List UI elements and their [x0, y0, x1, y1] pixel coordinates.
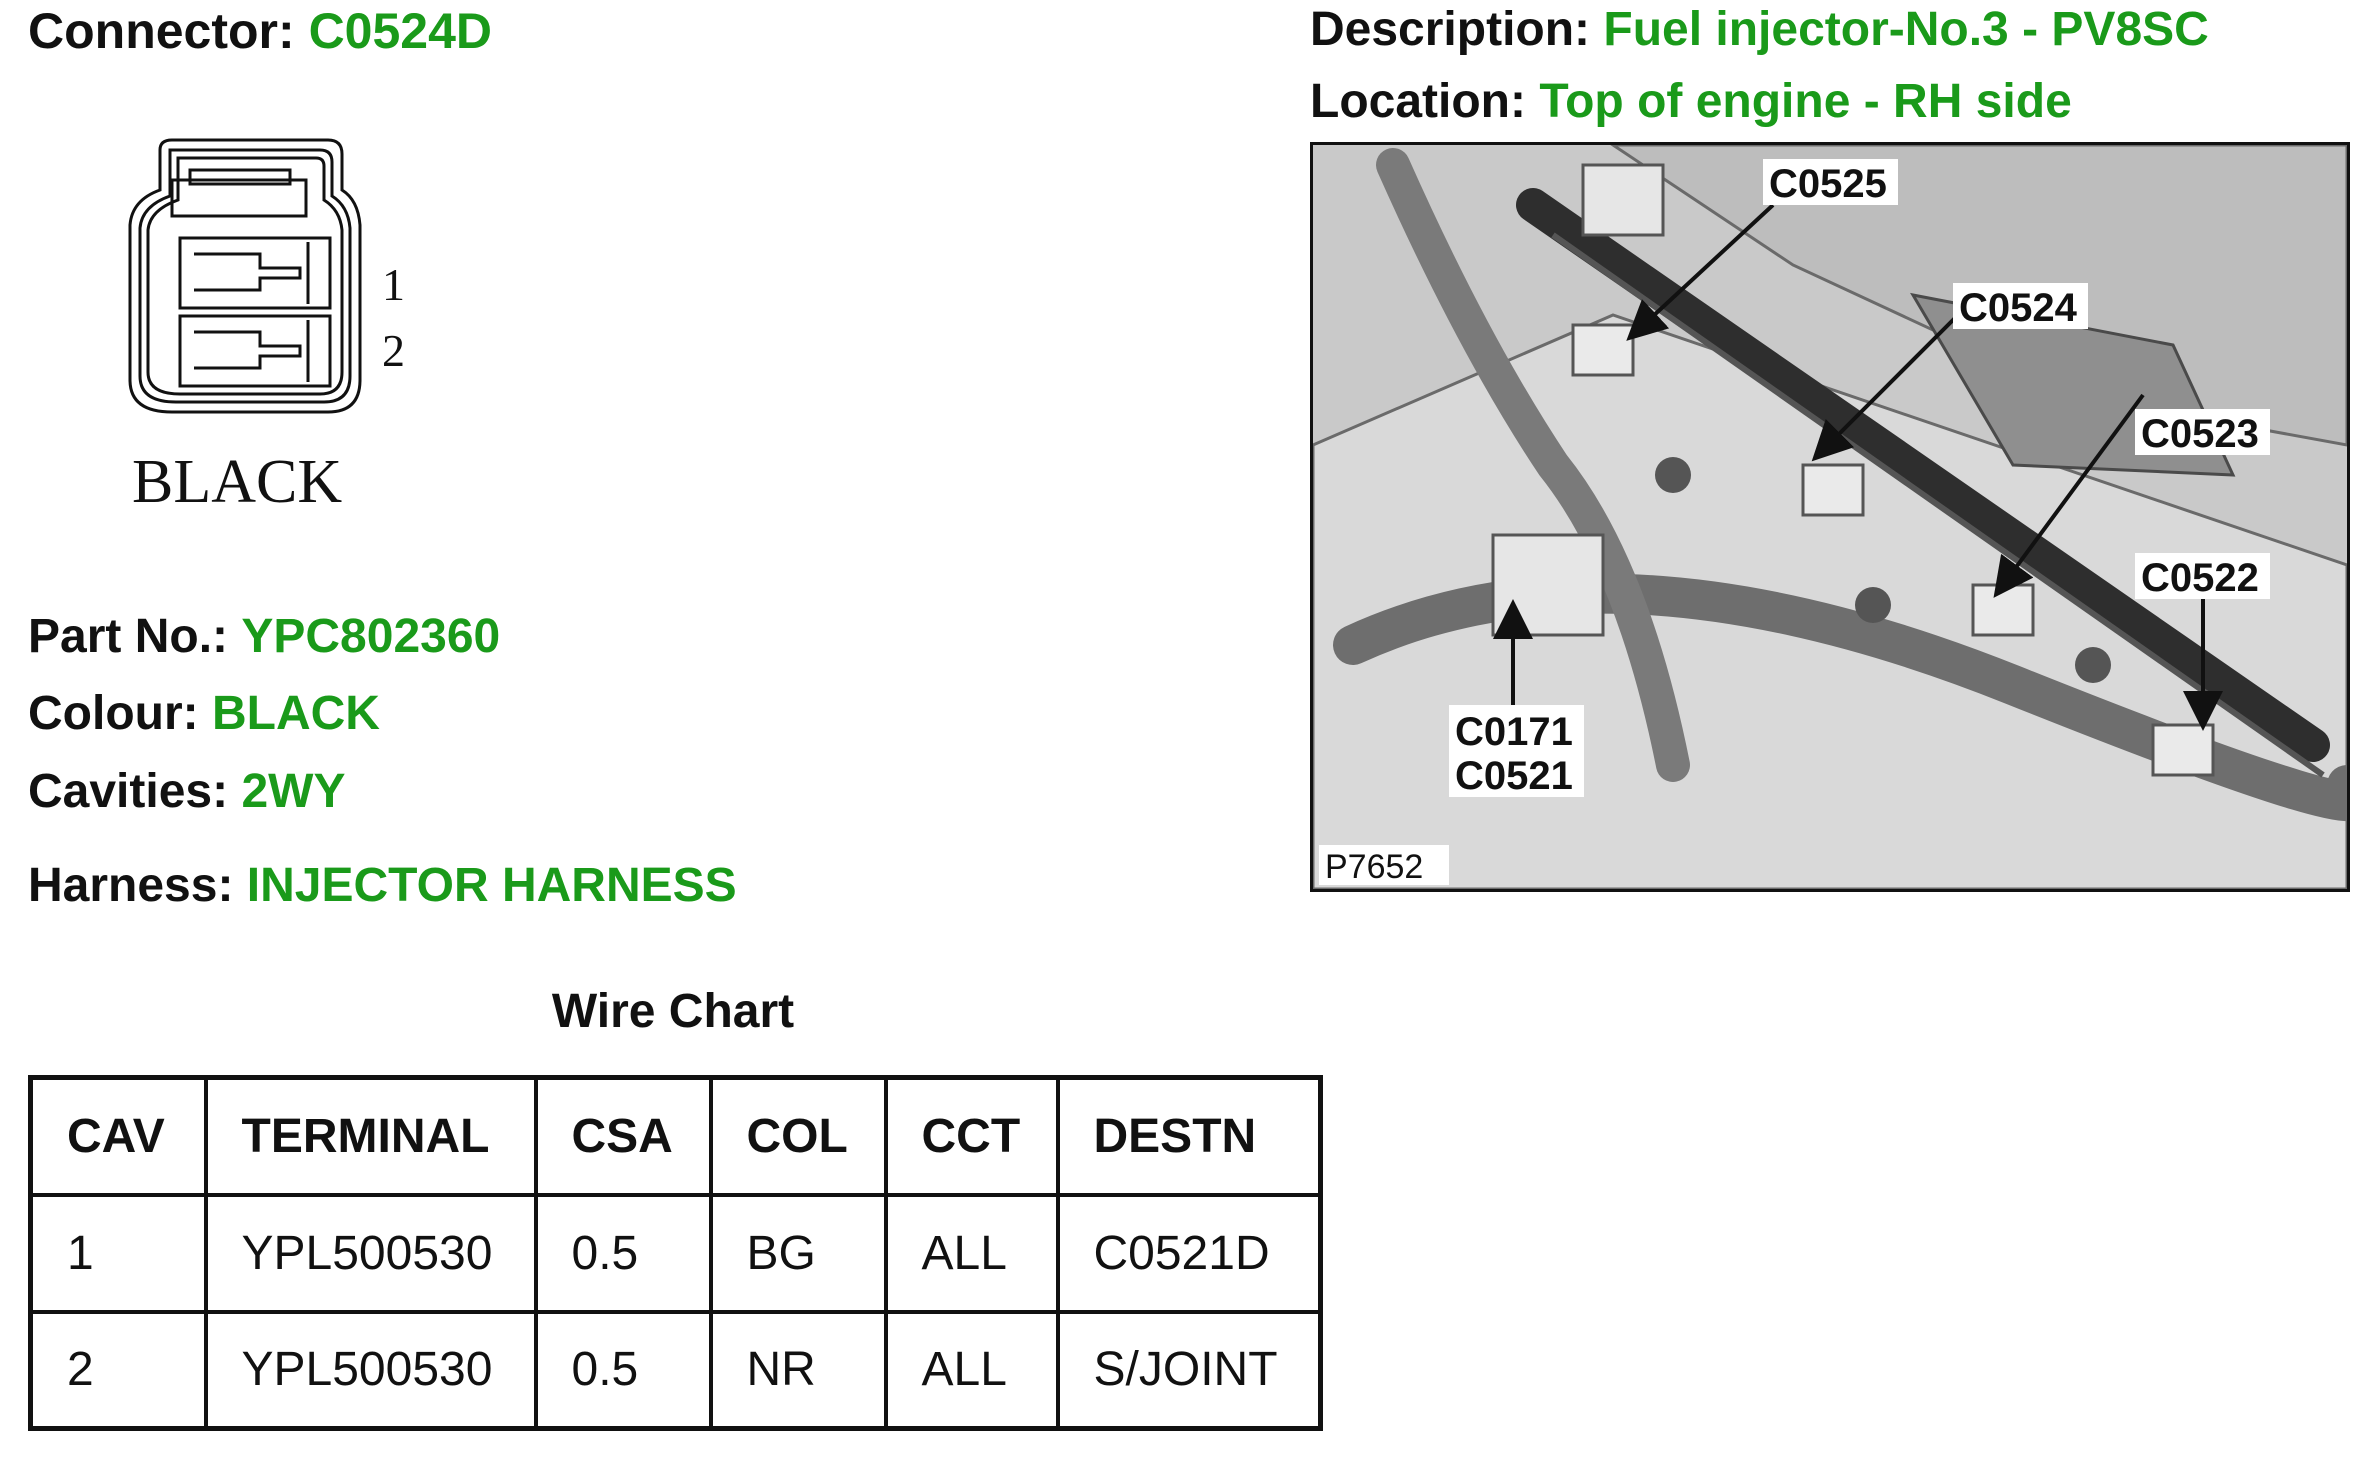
part-number-label: Part No.:: [28, 610, 229, 663]
wire-chart-table: CAV TERMINAL CSA COL CCT DESTN 1 YPL5005…: [28, 1075, 1323, 1431]
pin-2-number: 2: [382, 325, 405, 376]
header-cav: CAV: [28, 1075, 208, 1197]
colour-value: BLACK: [211, 687, 380, 740]
part-number-field: Part No.: YPC802360: [28, 613, 500, 661]
connector-value: C0524D: [308, 3, 493, 59]
description-field: Description: Fuel injector-No.3 - PV8SC: [1310, 6, 2209, 54]
cell-cav: 2: [28, 1309, 208, 1431]
location-field: Location: Top of engine - RH side: [1310, 78, 2072, 126]
part-number-value: YPC802360: [241, 610, 501, 663]
header-cct: CCT: [883, 1075, 1060, 1197]
engine-location-photo: C0525 C0524 C0523 C0522 C0171 C0521 P765…: [1310, 142, 2350, 892]
cell-csa: 0.5: [533, 1192, 713, 1314]
callout-c0523: C0523: [2141, 412, 2259, 456]
cell-terminal: YPL500530: [203, 1192, 538, 1314]
table-row: 2 YPL500530 0.5 NR ALL S/JOINT: [28, 1309, 1323, 1431]
colour-field: Colour: BLACK: [28, 690, 380, 738]
wire-chart-title: Wire Chart: [551, 985, 795, 1038]
callout-c0521: C0521: [1455, 754, 1573, 798]
header-csa: CSA: [533, 1075, 713, 1197]
callout-c0522: C0522: [2141, 556, 2259, 600]
table-header-row: CAV TERMINAL CSA COL CCT DESTN: [28, 1075, 1323, 1197]
header-destn: DESTN: [1055, 1075, 1323, 1197]
harness-label: Harness:: [28, 859, 234, 912]
callout-c0171: C0171: [1455, 710, 1573, 754]
photo-reference: P7652: [1325, 848, 1423, 886]
description-value: Fuel injector-No.3 - PV8SC: [1603, 3, 2209, 56]
location-value: Top of engine - RH side: [1539, 75, 2072, 128]
callout-c0524: C0524: [1959, 286, 2078, 330]
cell-col: BG: [708, 1192, 888, 1314]
cavities-field: Cavities: 2WY: [28, 768, 345, 816]
callout-c0525: C0525: [1769, 162, 1887, 206]
cell-destn: C0521D: [1055, 1192, 1323, 1314]
cavities-value: 2WY: [241, 765, 346, 818]
header-terminal: TERMINAL: [203, 1075, 538, 1197]
cell-cct: ALL: [883, 1192, 1060, 1314]
table-row: 1 YPL500530 0.5 BG ALL C0521D: [28, 1192, 1323, 1314]
connector-label: Connector:: [28, 3, 295, 59]
cell-csa: 0.5: [533, 1309, 713, 1431]
connector-face-diagram: 1 2 BLACK: [128, 138, 405, 516]
cell-cct: ALL: [883, 1309, 1060, 1431]
cell-cav: 1: [28, 1192, 208, 1314]
cell-destn: S/JOINT: [1055, 1309, 1323, 1431]
location-label: Location:: [1310, 75, 1526, 128]
cavities-label: Cavities:: [28, 765, 229, 818]
cell-terminal: YPL500530: [203, 1309, 538, 1431]
cell-col: NR: [708, 1309, 888, 1431]
description-label: Description:: [1310, 3, 1591, 56]
harness-value: INJECTOR HARNESS: [246, 859, 737, 912]
connector-colour-text: BLACK: [132, 448, 342, 516]
colour-label: Colour:: [28, 687, 199, 740]
harness-field: Harness: INJECTOR HARNESS: [28, 862, 737, 910]
connector-field: Connector: C0524D: [28, 6, 492, 56]
pin-1-number: 1: [382, 259, 405, 310]
header-col: COL: [708, 1075, 888, 1197]
